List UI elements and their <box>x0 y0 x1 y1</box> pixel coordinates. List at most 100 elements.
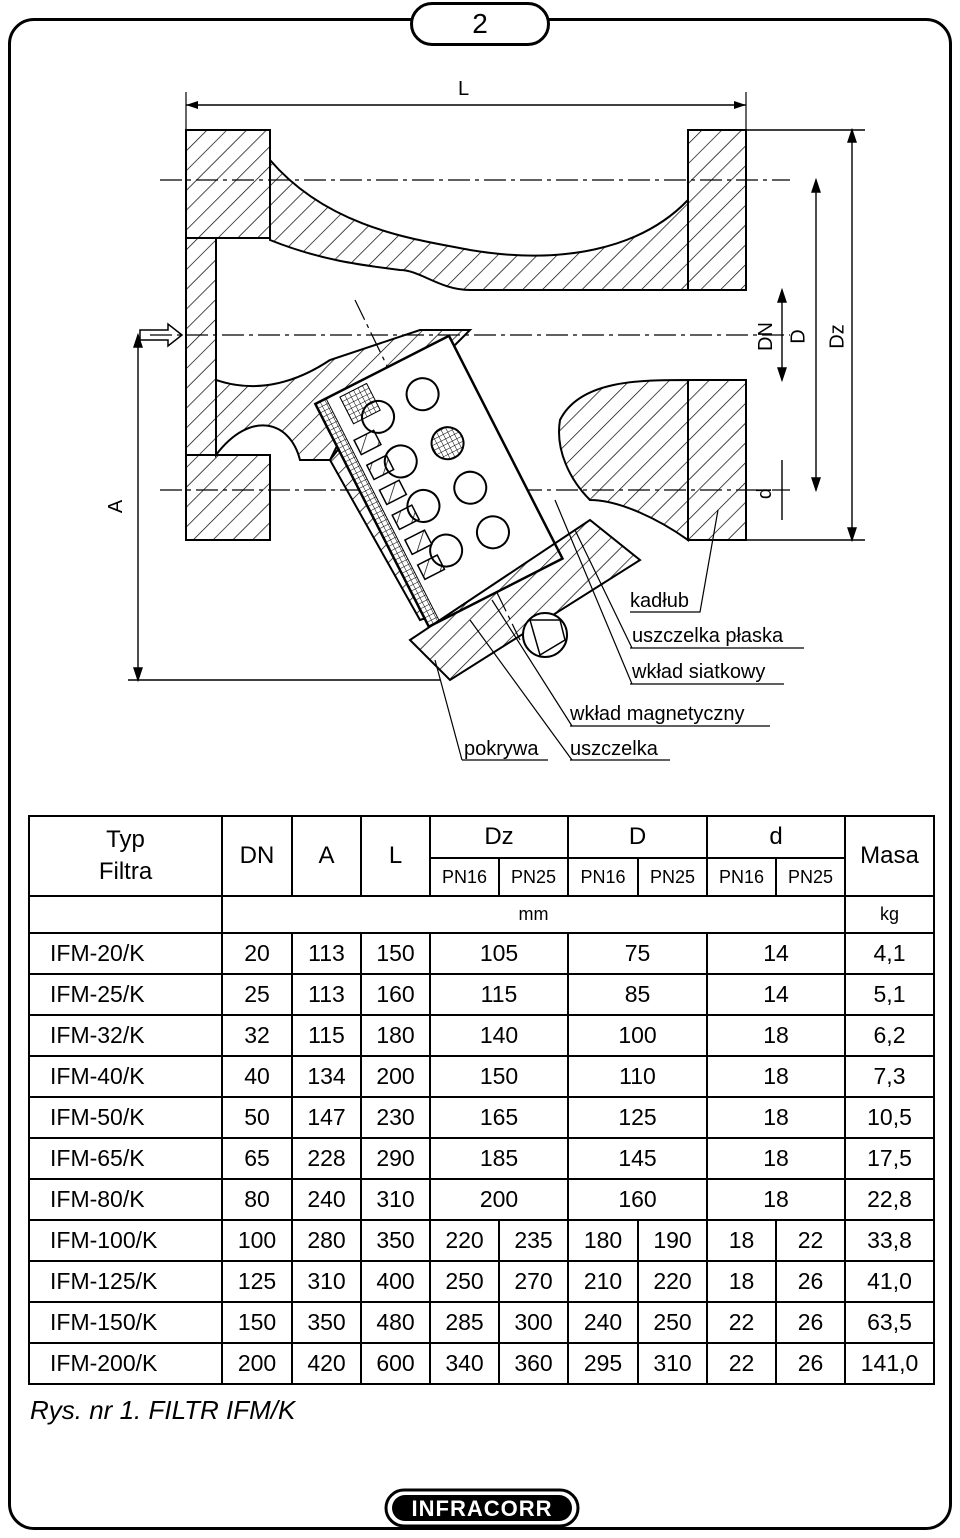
cell-dz: 165 <box>429 1096 569 1139</box>
cell-a: 113 <box>291 932 362 975</box>
header-a: A <box>291 815 362 897</box>
label-d: d <box>754 487 777 500</box>
cell-masa: 7,3 <box>844 1055 936 1098</box>
cell-masa: 22,8 <box>844 1178 936 1221</box>
table-header-row-2: PN16 PN25 PN16 PN25 PN16 PN25 <box>29 857 934 897</box>
cell-l: 150 <box>360 932 431 975</box>
cell-dz-pn25: 360 <box>498 1342 569 1385</box>
cell-d-small: 18 <box>705 1178 847 1221</box>
label-L: L <box>458 78 470 100</box>
specification-table: Typ Filtra DN A L Dz D d Masa PN16 PN25 … <box>28 815 936 1385</box>
header-pn25: PN25 <box>637 857 708 897</box>
cell-d: 125 <box>567 1096 708 1139</box>
cell-dz-pn16: 220 <box>429 1219 500 1262</box>
cell-d-pn25: 250 <box>637 1301 708 1344</box>
cell-d-small-pn16: 18 <box>706 1260 777 1303</box>
cell-l: 480 <box>360 1301 431 1344</box>
cell-dz-pn25: 235 <box>498 1219 569 1262</box>
cell-d-pn16: 210 <box>567 1260 639 1303</box>
header-masa: Masa <box>844 815 936 897</box>
cell-masa: 33,8 <box>844 1219 936 1262</box>
infracorr-logo: INFRACORR <box>384 1488 580 1528</box>
cell-masa: 10,5 <box>844 1096 936 1139</box>
cell-d-small-pn25: 26 <box>774 1342 847 1385</box>
cell-l: 200 <box>360 1055 431 1098</box>
cell-dz: 140 <box>429 1014 569 1057</box>
header-pn25: PN25 <box>498 857 569 897</box>
unit-blank <box>28 895 223 934</box>
cell-d-pn25: 310 <box>637 1342 708 1385</box>
cell-d-pn16: 295 <box>567 1342 639 1385</box>
cell-dz: 105 <box>429 932 569 975</box>
cell-d-small-pn16: 18 <box>706 1219 777 1262</box>
cell-dn: 125 <box>221 1260 293 1303</box>
cell-l: 310 <box>360 1178 431 1221</box>
cell-d-small-pn16: 22 <box>706 1342 777 1385</box>
dimension-Dz <box>746 127 865 543</box>
cell-l: 400 <box>360 1260 431 1303</box>
cell-typ: IFM-100/K <box>28 1219 223 1262</box>
cell-a: 113 <box>291 973 362 1016</box>
cell-dz-pn16: 250 <box>429 1260 500 1303</box>
cell-masa: 6,2 <box>844 1014 936 1057</box>
header-pn16: PN16 <box>567 857 639 897</box>
cell-a: 147 <box>291 1096 362 1139</box>
cell-d: 110 <box>567 1055 708 1098</box>
cell-d-small: 18 <box>705 1055 847 1098</box>
cell-typ: IFM-25/K <box>28 973 223 1016</box>
cell-dn: 20 <box>221 932 293 975</box>
cell-dz-pn25: 270 <box>498 1260 569 1303</box>
cell-a: 420 <box>291 1342 362 1385</box>
cell-a: 310 <box>291 1260 362 1303</box>
cell-dn: 40 <box>221 1055 293 1098</box>
strainer-basket <box>313 334 565 629</box>
page-number-badge: 2 <box>410 2 550 46</box>
cell-typ: IFM-50/K <box>28 1096 223 1139</box>
cell-a: 115 <box>291 1014 362 1057</box>
cell-typ: IFM-20/K <box>28 932 223 975</box>
header-pn16: PN16 <box>429 857 500 897</box>
part-label-kadlub: kadłub <box>630 590 689 612</box>
leader-lines <box>434 499 804 761</box>
cell-dz-pn16: 340 <box>429 1342 500 1385</box>
header-l: L <box>360 815 431 897</box>
cell-dz: 150 <box>429 1055 569 1098</box>
header-d-small: d <box>705 815 847 859</box>
cell-dn: 65 <box>221 1137 293 1180</box>
label-D: D <box>787 329 810 344</box>
cell-d-small: 18 <box>705 1014 847 1057</box>
dimension-A <box>128 332 440 683</box>
page-number: 2 <box>472 8 488 39</box>
cell-dn: 50 <box>221 1096 293 1139</box>
part-label-uszczelka: uszczelka <box>570 738 658 760</box>
cell-dn: 32 <box>221 1014 293 1057</box>
cell-d-small: 14 <box>705 973 847 1016</box>
flow-arrow <box>139 322 184 348</box>
label-Dz: Dz <box>826 324 849 349</box>
cell-d-pn16: 240 <box>567 1301 639 1344</box>
cell-masa: 4,1 <box>844 932 936 975</box>
cell-typ: IFM-40/K <box>28 1055 223 1098</box>
cell-typ: IFM-80/K <box>28 1178 223 1221</box>
cell-d-pn16: 180 <box>567 1219 639 1262</box>
dimension-DN <box>777 287 787 383</box>
cell-l: 600 <box>360 1342 431 1385</box>
cell-a: 280 <box>291 1219 362 1262</box>
cell-l: 160 <box>360 973 431 1016</box>
cell-d-small: 18 <box>705 1096 847 1139</box>
cell-typ: IFM-32/K <box>28 1014 223 1057</box>
cell-dz: 185 <box>429 1137 569 1180</box>
part-label-wklad-siatkowy: wkład siatkowy <box>632 661 766 683</box>
cell-dz-pn25: 300 <box>498 1301 569 1344</box>
cell-l: 180 <box>360 1014 431 1057</box>
cell-d-small-pn25: 26 <box>774 1301 847 1344</box>
cell-d: 145 <box>567 1137 708 1180</box>
